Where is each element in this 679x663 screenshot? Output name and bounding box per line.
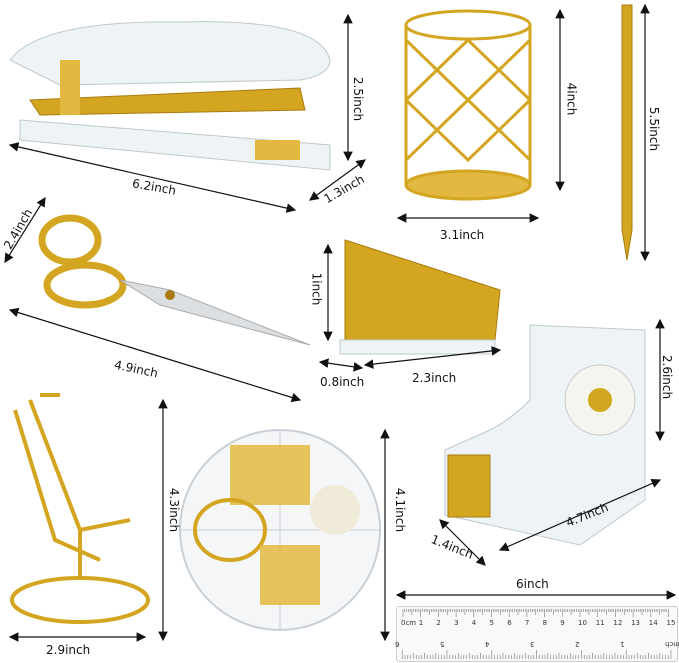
ruler-cm-label: 13 bbox=[631, 619, 641, 627]
stapler bbox=[9, 21, 331, 171]
ruler-cm-label: 12 bbox=[613, 619, 623, 627]
pen-holder-diameter-label: 3.1inch bbox=[440, 228, 485, 242]
ruler-cm-label: 7 bbox=[524, 619, 530, 627]
ruler-inch-label: 0inch bbox=[665, 640, 679, 648]
ruler-cm-label: 1 bbox=[418, 619, 424, 627]
tape-dispenser-height-label: 2.6inch bbox=[660, 354, 675, 400]
ruler-cm-label: 2 bbox=[436, 619, 441, 627]
ruler-inch-label: 6 bbox=[395, 640, 400, 648]
ruler-inch-label: 1 bbox=[620, 640, 625, 648]
ruler-cm-label: 8 bbox=[542, 619, 548, 627]
ruler-ticks bbox=[401, 609, 672, 659]
ruler-inch-label: 5 bbox=[440, 640, 445, 648]
dimension-arrows bbox=[4, 3, 677, 642]
ruler-cm-label: 5 bbox=[489, 619, 494, 627]
ruler-cm-label: 6 bbox=[507, 619, 512, 627]
tape-dispenser bbox=[444, 324, 646, 546]
pen-length-label: 5.5inch bbox=[647, 106, 662, 152]
staple-remover bbox=[339, 239, 501, 355]
ruler-length-label: 6inch bbox=[516, 577, 549, 591]
ruler-cm-label: 0cm bbox=[401, 619, 417, 627]
phone-stand bbox=[10, 393, 150, 624]
ruler-cm-label: 10 bbox=[578, 619, 587, 627]
ruler-cm-label: 3 bbox=[454, 619, 459, 627]
ruler-cm-label: 15 bbox=[666, 619, 676, 627]
pen-holder bbox=[404, 9, 532, 201]
clip-box bbox=[179, 429, 381, 631]
ruler-inch-label: 4 bbox=[485, 640, 490, 648]
phone-stand-height-label: 4.3inch bbox=[167, 487, 182, 533]
ruler-cm-label: 11 bbox=[595, 619, 605, 627]
staple-remover-height-label: 1inch bbox=[309, 272, 324, 306]
pen bbox=[621, 4, 633, 261]
ruler-inch-label: 2 bbox=[575, 640, 580, 648]
clip-box-diameter-label: 4.1inch bbox=[393, 487, 408, 533]
staple-remover-length-label: 2.3inch bbox=[412, 371, 457, 385]
ruler-cm-label: 9 bbox=[560, 619, 565, 627]
ruler-inch-label: 3 bbox=[530, 640, 535, 648]
staple-remover-width-label: 0.8inch bbox=[320, 375, 365, 389]
phone-stand-width-label: 2.9inch bbox=[46, 643, 91, 657]
ruler-cm-label: 14 bbox=[648, 619, 658, 627]
pen-holder-height-label: 4inch bbox=[564, 82, 579, 116]
scissors bbox=[38, 214, 311, 346]
stapler-height-label: 2.5inch bbox=[351, 76, 366, 122]
ruler-cm-label: 4 bbox=[471, 619, 477, 627]
